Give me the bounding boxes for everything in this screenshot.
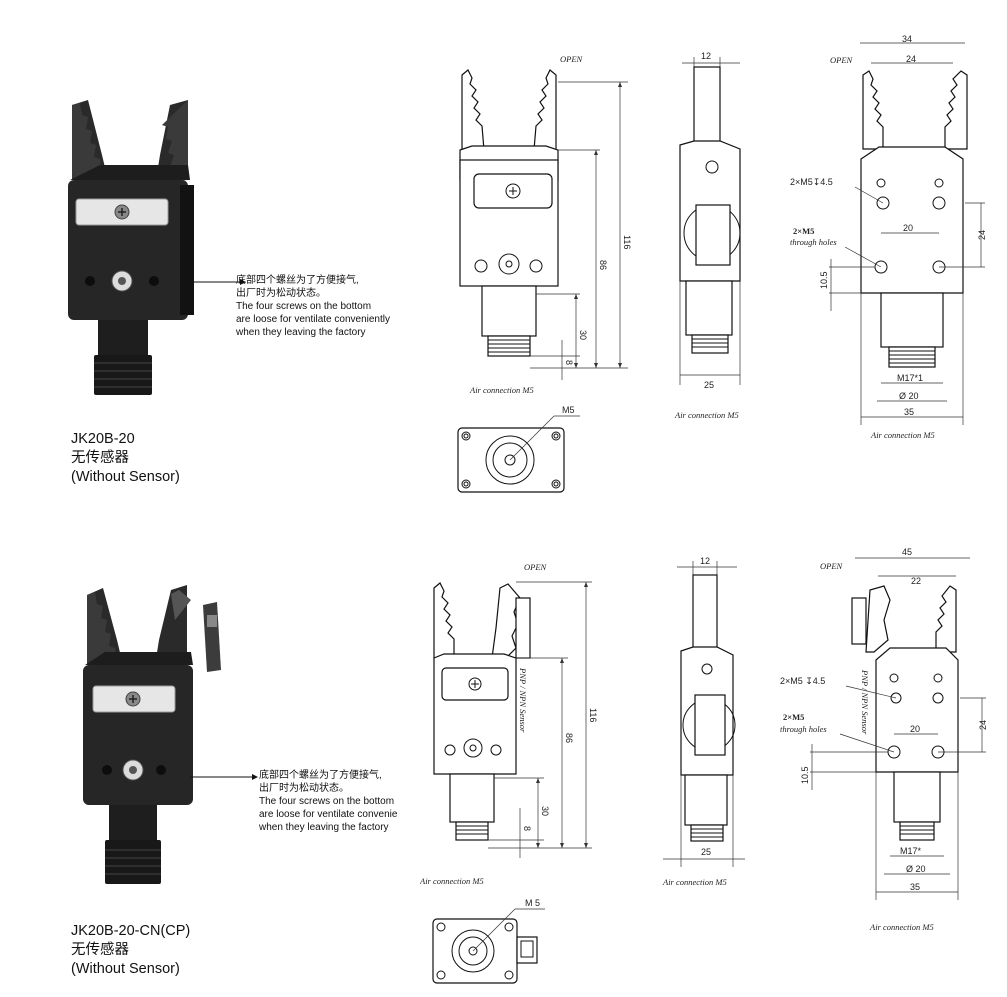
note-line: 出厂时为松动状态。 [259, 783, 349, 794]
dim-86: 86 [564, 733, 574, 743]
note-line: 底部四个螺丝为了方便接气, [236, 275, 359, 286]
open-label: OPEN [820, 561, 844, 571]
gripper-photo-2 [83, 585, 221, 884]
phi20-label: Ø 20 [899, 391, 919, 401]
sensor-label: PNP / NPN Sensor [860, 669, 870, 735]
sensor-label: PNP / NPN Sensor [518, 667, 528, 733]
dim-25: 25 [701, 847, 711, 857]
ventilation-note-1: 底部四个螺丝为了方便接气, 出厂时为松动状态。 The four screws … [236, 274, 390, 339]
dim-10-5: 10.5 [819, 271, 829, 289]
phi20-label: Ø 20 [906, 864, 926, 874]
back-view-2: 45 22 OPEN PNP / NPN Sensor 2×M5 ↧4.5 2×… [780, 547, 988, 932]
dim-20: 20 [903, 223, 913, 233]
note-line: 出厂时为松动状态。 [236, 288, 326, 299]
dim-30: 30 [578, 330, 588, 340]
back-view-1: 34 24 OPEN 2×M5↧4.5 2×M5 through holes 2… [790, 35, 987, 440]
model-label-2: JK20B-20-CN(CP) 无传感器 (Without Sensor) [71, 922, 190, 979]
m5-through-label: 2×M5 [783, 712, 804, 722]
open-label: OPEN [830, 55, 854, 65]
through-holes-label: through holes [790, 237, 837, 247]
dim-35: 35 [910, 882, 920, 892]
dim-35: 35 [904, 407, 914, 417]
note-arrow-1 [188, 279, 246, 285]
dim-12: 12 [700, 556, 710, 566]
port-label: M 5 [525, 898, 540, 908]
note-arrow-2 [190, 774, 258, 780]
note-line: are loose for ventilate convenie [259, 809, 398, 820]
side-view-2: 12 25 Air connection M5 [662, 556, 745, 887]
model-name: JK20B-20-CN(CP) [71, 923, 191, 939]
dim-25: 25 [704, 380, 714, 390]
port-label: M5 [562, 405, 575, 415]
m17-label: M17* [900, 846, 922, 856]
dim-24-height: 24 [977, 230, 987, 240]
bottom-view-1: M5 [457, 405, 580, 493]
sensor-cn: 无传感器 [71, 942, 129, 958]
air-connection-label: Air connection M5 [420, 876, 484, 886]
open-label: OPEN [560, 54, 584, 64]
through-holes-label: through holes [780, 724, 827, 734]
m5-depth-label: 2×M5↧4.5 [790, 177, 833, 187]
dim-22: 22 [911, 576, 921, 586]
note-line: The four screws on the bottom [259, 796, 395, 807]
note-line: when they leaving the factory [236, 327, 366, 338]
m17-label: M17*1 [897, 373, 923, 383]
dim-24-height: 24 [978, 720, 988, 730]
dim-8: 8 [564, 360, 574, 365]
m5-depth-label: 2×M5 ↧4.5 [780, 676, 825, 686]
dim-24-width: 24 [906, 54, 916, 64]
dim-116: 116 [588, 708, 598, 722]
open-label: OPEN [524, 562, 548, 572]
air-connection-label: Air connection M5 [674, 410, 739, 420]
m5-through-label: 2×M5 [793, 226, 814, 236]
bottom-view-2: M 5 [432, 898, 545, 984]
dim-34: 34 [902, 35, 912, 44]
side-view-1: 12 25 Air connection M5 [674, 51, 741, 420]
note-line: The four screws on the bottom [236, 301, 372, 312]
dim-12: 12 [701, 51, 711, 61]
ventilation-note-2: 底部四个螺丝为了方便接气, 出厂时为松动状态。 The four screws … [259, 769, 397, 834]
air-connection-label: Air connection M5 [870, 430, 935, 440]
front-view-1: OPEN 116 86 30 8 Air connection M5 [459, 54, 632, 395]
dim-45: 45 [902, 547, 912, 557]
air-connection-label: Air connection M5 [662, 877, 727, 887]
note-line: are loose for ventilate conveniently [236, 314, 390, 325]
dim-86: 86 [598, 260, 608, 270]
model-label-1: JK20B-20 无传感器 (Without Sensor) [71, 430, 180, 487]
front-view-2: OPEN PNP / NPN Sensor 116 86 30 8 Air co… [420, 562, 598, 886]
note-line: when they leaving the factory [259, 822, 389, 833]
sensor-en: (Without Sensor) [71, 961, 180, 977]
dim-20: 20 [910, 724, 920, 734]
dim-116: 116 [622, 235, 632, 249]
dim-8: 8 [522, 826, 532, 831]
air-connection-label: Air connection M5 [469, 385, 534, 395]
air-connection-label: Air connection M5 [869, 922, 934, 932]
sensor-cn: 无传感器 [71, 450, 129, 466]
sensor-en: (Without Sensor) [71, 469, 180, 485]
dim-10-5: 10.5 [800, 766, 810, 784]
dim-30: 30 [540, 806, 550, 816]
note-line: 底部四个螺丝为了方便接气, [259, 770, 382, 781]
model-name: JK20B-20 [71, 431, 135, 447]
